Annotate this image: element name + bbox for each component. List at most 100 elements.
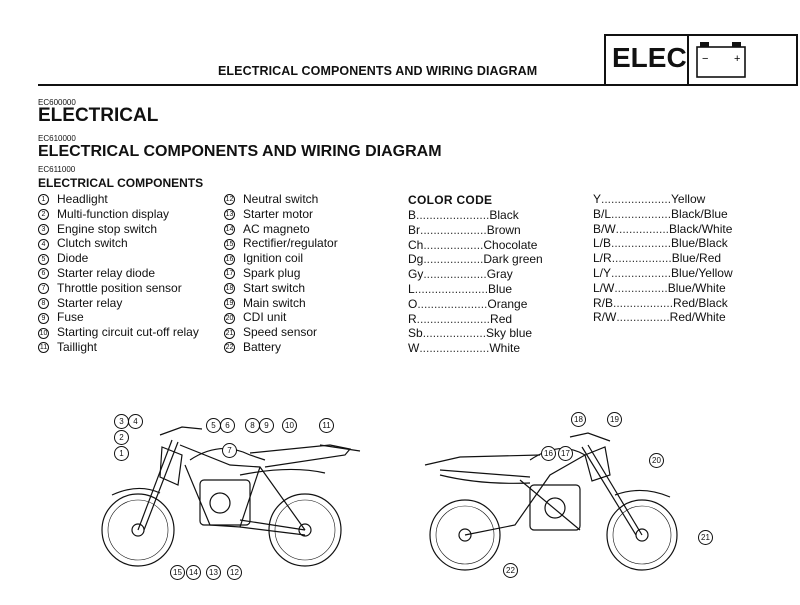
color-code-dots: ................ <box>616 310 670 325</box>
figure-callout: 15 <box>170 565 185 580</box>
callout-number: 9 <box>38 312 49 324</box>
component-label: Speed sensor <box>243 325 318 340</box>
figure-callout: 6 <box>220 418 235 433</box>
component-label: Rectifier/regulator <box>243 236 338 251</box>
code-components: EC611000 <box>38 165 76 174</box>
figure-callout: 18 <box>571 412 586 427</box>
figure-callout: 20 <box>649 453 664 468</box>
color-code-name: Red <box>490 311 513 326</box>
color-code-abbr: Ch <box>408 237 424 252</box>
component-label: Starter motor <box>243 206 314 221</box>
color-code-item: Gy...................Gray <box>408 267 543 282</box>
section-tab: ELEC − + <box>604 34 798 86</box>
component-label: Battery <box>243 339 282 354</box>
figure-callout: 14 <box>186 565 201 580</box>
color-code-dots: ................... <box>422 326 487 341</box>
callout-number: 3 <box>38 223 49 235</box>
color-code-name: Black <box>489 208 519 222</box>
color-code-dots: ................ <box>614 280 668 295</box>
color-code-dots: .................... <box>420 222 487 237</box>
battery-neg-terminal: − <box>702 53 708 65</box>
callout-number: 19 <box>224 297 235 309</box>
color-code-name: White <box>489 341 521 356</box>
color-code-dots: .................. <box>423 252 484 267</box>
color-code-name: Orange <box>487 296 528 311</box>
figure-callout: 3 <box>114 414 129 429</box>
color-code-name: Blue/Yellow <box>671 265 733 280</box>
component-label: Taillight <box>57 339 98 354</box>
callout-number: 22 <box>224 342 235 354</box>
color-code-name: Dark green <box>483 252 543 267</box>
color-code-item: B......................Black <box>408 208 543 223</box>
header-rule <box>38 84 604 86</box>
color-code-item: Sb...................Sky blue <box>408 326 543 341</box>
component-label: Start switch <box>243 280 306 295</box>
component-item: 13 Starter motor <box>224 207 338 222</box>
color-code-title: COLOR CODE <box>408 193 493 207</box>
component-label: Spark plug <box>243 265 301 280</box>
heading-components-wiring: ELECTRICAL COMPONENTS AND WIRING DIAGRAM <box>38 143 442 160</box>
color-code-abbr: R/B <box>593 295 614 310</box>
figure-callout: 2 <box>114 430 129 445</box>
color-code-name: Blue/White <box>667 280 726 295</box>
color-code-abbr: L/R <box>593 251 612 266</box>
figure-callout: 12 <box>227 565 242 580</box>
color-code-dots: .................. <box>611 251 672 266</box>
component-label: Starter relay <box>57 295 123 310</box>
callout-number: 11 <box>38 342 49 354</box>
figure-callout: 22 <box>503 563 518 578</box>
color-code-dots: ...................... <box>416 311 491 326</box>
heading-electrical: ELECTRICAL <box>38 105 159 126</box>
color-code-name: Chocolate <box>483 237 538 252</box>
color-code-name: Sky blue <box>486 326 533 341</box>
color-code-dots: ................ <box>615 221 670 236</box>
figure-callout: 7 <box>222 443 237 458</box>
color-code-name: Blue/Black <box>671 236 728 251</box>
component-label: AC magneto <box>243 221 310 236</box>
color-code-item: B/W................Black/White <box>593 222 733 237</box>
color-code-item: Y.....................Yellow <box>593 192 733 207</box>
color-code-name: Gray <box>486 267 513 282</box>
callout-number: 1 <box>38 194 49 206</box>
color-code-abbr: W <box>408 341 420 356</box>
component-label: CDI unit <box>243 310 287 325</box>
heading-components: ELECTRICAL COMPONENTS <box>38 176 204 190</box>
color-code-dots: ..................... <box>419 341 490 356</box>
figure-callout: 21 <box>698 530 713 545</box>
color-code-abbr: L/Y <box>593 265 612 280</box>
section-tab-divider <box>687 36 689 84</box>
color-code-abbr: Br <box>408 222 420 237</box>
component-label: Ignition coil <box>243 251 304 266</box>
callout-number: 2 <box>38 209 49 221</box>
color-code-abbr: Y <box>593 192 602 206</box>
color-code-name: Red/Black <box>673 295 728 310</box>
color-code-dots: .................. <box>611 206 672 221</box>
color-code-item: Br....................Brown <box>408 223 543 238</box>
color-code-dots: .................. <box>611 265 672 280</box>
callout-number: 5 <box>38 253 49 265</box>
component-label: Main switch <box>243 295 306 310</box>
color-code-name: Brown <box>486 222 521 237</box>
color-code-abbr: B <box>408 208 417 222</box>
color-code-item: L/W................Blue/White <box>593 281 733 296</box>
callout-number: 21 <box>224 327 235 339</box>
callout-number: 13 <box>224 209 235 221</box>
component-label: Clutch switch <box>57 236 128 251</box>
battery-icon: − + <box>696 42 746 78</box>
color-code-name: Black/Blue <box>671 206 728 221</box>
component-item: 11 Taillight <box>38 340 199 355</box>
color-code-abbr: Sb <box>408 326 423 341</box>
color-code-abbr: O <box>408 296 418 311</box>
color-code-dots: ...................... <box>414 281 489 296</box>
